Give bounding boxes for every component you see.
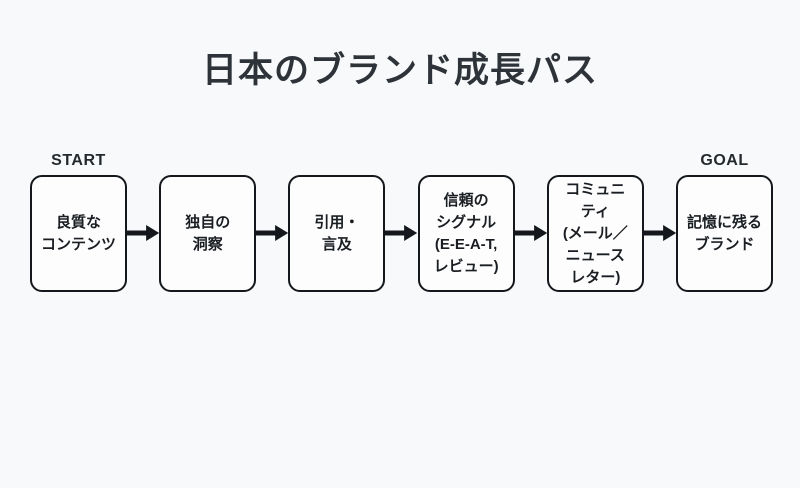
flow-box-label: 信頼の シグナル (E-E-A-T, レビュー) (433, 191, 499, 275)
node-label-spacer (418, 152, 515, 172)
node-unique-insights: 独自の 洞察 (159, 152, 257, 292)
flow-box-label: 良質な コンテンツ (40, 213, 116, 253)
flow-box-label: 記憶に残る ブランド (687, 213, 763, 253)
flow-box: コミュニ ティ (メール／ ニュース レター) (546, 175, 644, 292)
flow-box: 信頼の シグナル (E-E-A-T, レビュー) (417, 175, 515, 292)
arrow-right-icon (256, 223, 289, 243)
page-title: 日本のブランド成長パス (201, 51, 598, 90)
node-quality-content: START 良質な コンテンツ (30, 152, 127, 292)
node-trust-signals: 信頼の シグナル (E-E-A-T, レビュー) (417, 152, 515, 292)
flow-box-label: コミュニ ティ (メール／ ニュース レター) (562, 180, 628, 286)
node-community: コミュニ ティ (メール／ ニュース レター) (546, 152, 644, 292)
goal-label: GOAL (700, 152, 749, 169)
flow-diagram: START 良質な コンテンツ 独自の 洞察 引用・ 言及 信頼の (0, 152, 800, 292)
arrow-right-icon (643, 223, 677, 243)
arrow-right-icon (514, 223, 547, 243)
flow-box: 引用・ 言及 (288, 175, 386, 292)
node-label-spacer (288, 152, 385, 172)
node-label-spacer (547, 152, 644, 172)
flow-box: 独自の 洞察 (159, 175, 257, 292)
node-memorable-brand: GOAL 記憶に残る ブランド (676, 152, 774, 292)
node-label-spacer (159, 152, 256, 172)
arrow-right-icon (385, 223, 418, 243)
flow-box-label: 引用・ 言及 (314, 213, 360, 253)
flow-box: 記憶に残る ブランド (676, 175, 774, 292)
arrow-right-icon (127, 223, 160, 243)
flow-box: 良質な コンテンツ (30, 175, 127, 292)
node-citations-mentions: 引用・ 言及 (288, 152, 386, 292)
flow-box-label: 独自の 洞察 (185, 213, 231, 253)
start-label: START (51, 152, 106, 169)
